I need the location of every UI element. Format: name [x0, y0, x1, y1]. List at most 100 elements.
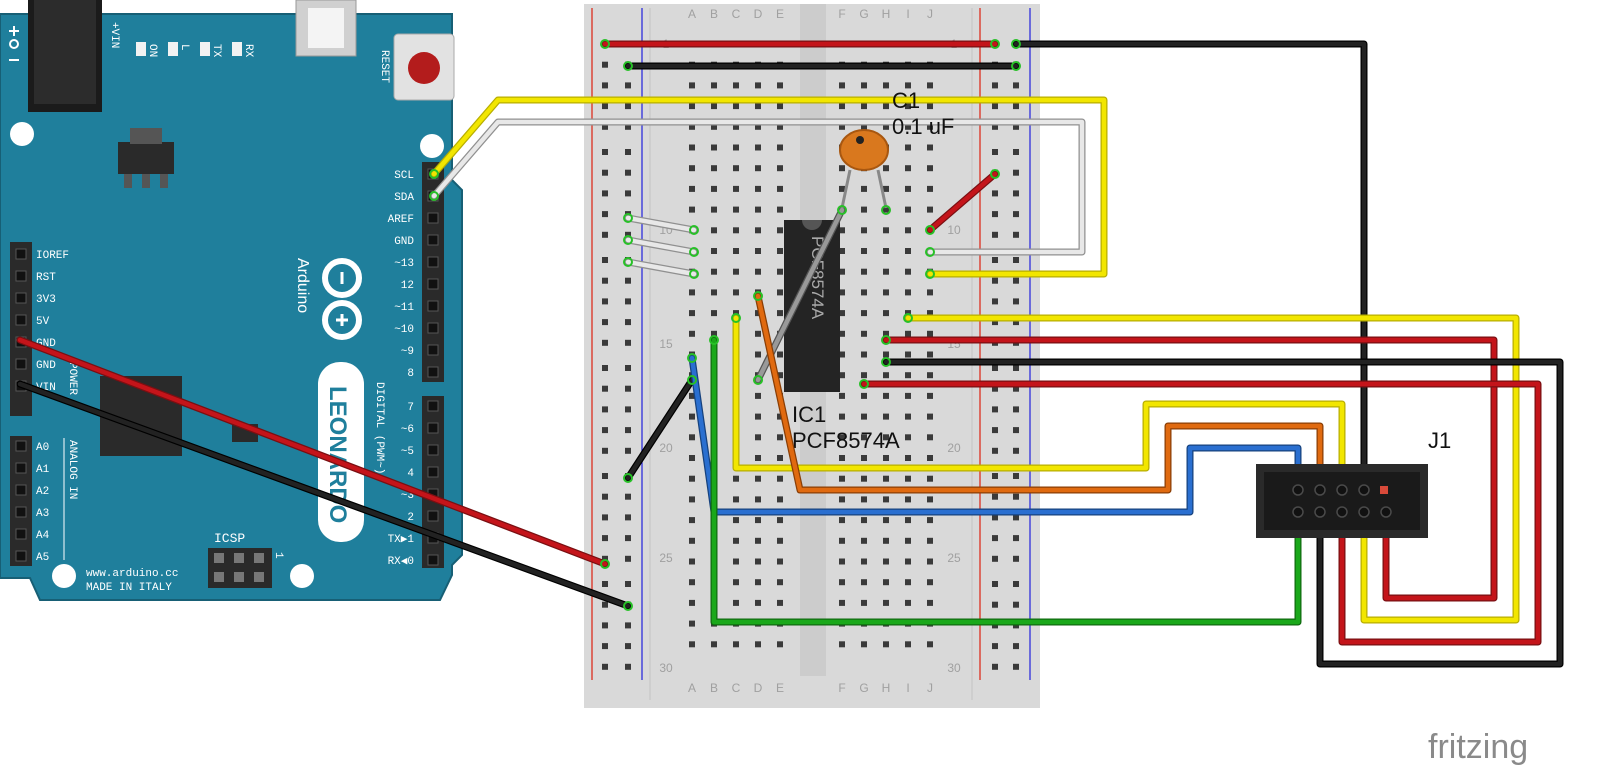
breadboard-hole: [602, 257, 608, 263]
analog-pin-label: A2: [36, 486, 49, 498]
breadboard-hole: [839, 248, 845, 254]
breadboard-hole: [602, 190, 608, 197]
breadboard-hole: [777, 268, 783, 275]
connection-point: [903, 313, 913, 323]
breadboard-hole: [927, 496, 933, 503]
digital-pin-label: SDA: [394, 192, 414, 204]
breadboard-hole: [992, 581, 998, 587]
breadboard-hole: [927, 599, 933, 606]
reset-button[interactable]: [393, 33, 455, 101]
breadboard-hole: [905, 475, 911, 482]
breadboard-hole: [625, 622, 631, 629]
breadboard-hole: [711, 185, 717, 192]
breadboard-hole: [755, 392, 761, 399]
connection-point: [925, 247, 935, 257]
breadboard-hole: [602, 61, 608, 68]
c1-value: 0.1 uF: [892, 114, 954, 139]
breadboard-hole: [883, 165, 889, 172]
made-in-label: MADE IN ITALY: [86, 582, 172, 594]
breadboard-hole: [733, 579, 739, 586]
breadboard-hole: [625, 493, 631, 500]
breadboard-hole: [625, 319, 631, 326]
breadboard-hole: [861, 82, 867, 89]
analog-pin-label: A5: [36, 552, 49, 564]
breadboard-hole: [861, 434, 867, 441]
breadboard-hole: [689, 165, 695, 172]
breadboard-hole: [905, 455, 911, 461]
ic1-ref: IC1: [792, 402, 826, 427]
breadboard-hole: [602, 339, 608, 346]
breadboard-hole: [689, 579, 695, 586]
breadboard-hole: [602, 427, 608, 434]
breadboard-hole: [883, 185, 889, 192]
breadboard-column-label: H: [882, 7, 891, 21]
breadboard-hole: [602, 643, 608, 650]
breadboard-hole: [602, 103, 608, 110]
power-pin-label: 5V: [36, 316, 50, 328]
breadboard-hole: [755, 455, 761, 461]
breadboard-hole: [777, 413, 783, 420]
digital-pin-label: TX▶1: [388, 534, 415, 546]
breadboard-hole: [733, 599, 739, 606]
breadboard-hole: [839, 330, 845, 337]
connection-point: [1011, 61, 1021, 71]
breadboard-hole: [755, 496, 761, 503]
breadboard-hole: [625, 231, 631, 238]
breadboard-hole: [839, 413, 845, 420]
led-label-l: L: [178, 44, 190, 51]
breadboard-hole: [927, 579, 933, 586]
breadboard-hole: [689, 496, 695, 503]
breadboard-hole: [992, 473, 998, 479]
digital-pin-label: ~11: [394, 302, 414, 314]
breadboard-hole: [755, 268, 761, 275]
breadboard-hole: [905, 144, 911, 151]
breadboard-hole: [777, 123, 783, 130]
vin-label: +VIN: [108, 22, 120, 48]
breadboard-hole: [883, 330, 889, 337]
voltage-regulator: [118, 128, 174, 188]
breadboard-hole: [905, 496, 911, 503]
breadboard-hole: [839, 351, 845, 358]
breadboard-hole: [689, 392, 695, 399]
breadboard-hole: [861, 351, 867, 358]
breadboard-hole: [883, 537, 889, 544]
breadboard-hole: [689, 82, 695, 89]
breadboard-hole: [625, 427, 631, 434]
breadboard-hole: [839, 537, 845, 544]
breadboard-hole: [883, 268, 889, 275]
breadboard-hole: [689, 537, 695, 544]
breadboard-hole: [839, 372, 845, 379]
breadboard-hole: [927, 434, 933, 441]
breadboard-hole: [711, 144, 717, 151]
breadboard-hole: [777, 372, 783, 379]
breadboard-column-label: F: [838, 7, 845, 21]
breadboard-hole: [602, 555, 608, 562]
breadboard-hole: [905, 434, 911, 441]
breadboard-hole: [992, 514, 998, 521]
breadboard-hole: [777, 82, 783, 89]
breadboard-hole: [711, 123, 717, 130]
breadboard-hole: [755, 475, 761, 482]
breadboard-hole: [733, 206, 739, 213]
breadboard-hole: [1013, 103, 1019, 110]
breadboard-hole: [883, 558, 889, 565]
breadboard-hole: [861, 310, 867, 317]
led-label-rx: RX: [242, 44, 254, 58]
led-label-tx: TX: [210, 44, 222, 58]
breadboard-hole: [755, 537, 761, 544]
connection-point: [925, 225, 935, 235]
connection-point: [753, 375, 763, 385]
breadboard-hole: [883, 413, 889, 420]
breadboard-hole: [602, 82, 608, 89]
breadboard-hole: [992, 447, 998, 454]
breadboard-hole: [689, 517, 695, 524]
breadboard-column-label: G: [859, 7, 868, 21]
breadboard-hole: [755, 351, 761, 358]
breadboard-hole: [602, 298, 608, 305]
breadboard-hole: [927, 144, 933, 151]
breadboard-hole: [927, 413, 933, 420]
breadboard-hole: [733, 144, 739, 151]
breadboard-row-number: 10: [947, 223, 961, 237]
breadboard-hole: [839, 268, 845, 275]
